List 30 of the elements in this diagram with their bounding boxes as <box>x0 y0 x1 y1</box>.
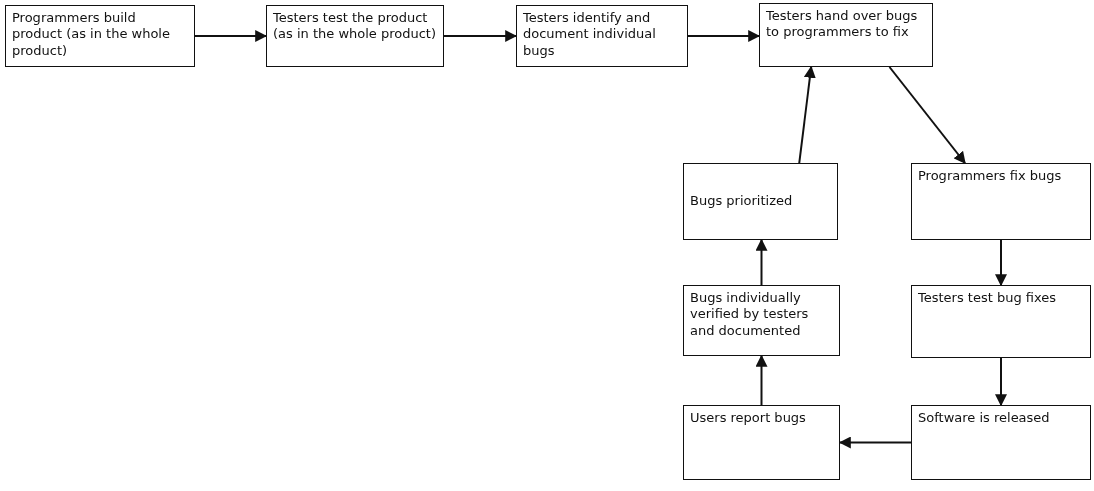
arrow <box>995 239 1007 287</box>
step-text: Bugs individually verified by testers and documented <box>690 290 809 338</box>
step-text: Testers test bug fixes <box>918 290 1057 305</box>
process-box <box>683 405 840 480</box>
process-box <box>911 405 1091 480</box>
arrow <box>995 357 1007 407</box>
step-text: Software is released <box>918 410 1050 425</box>
arrow <box>687 30 761 42</box>
process-box <box>5 5 195 67</box>
arrow <box>443 30 518 42</box>
arrow <box>194 30 268 42</box>
process-box <box>516 5 688 67</box>
arrow <box>838 436 912 449</box>
process-box <box>266 5 444 67</box>
arrow <box>755 238 768 286</box>
step-text: Testers hand over bugs to programmers to fix <box>766 8 918 40</box>
process-box <box>759 3 933 67</box>
step-text: Bugs prioritized <box>690 193 793 210</box>
process-box <box>683 285 840 356</box>
step-text: Testers test the product (as in the whole product) <box>273 10 437 42</box>
process-box <box>911 163 1091 240</box>
step-text: Programmers build product (as in the whole product) <box>12 10 170 58</box>
process-box <box>683 163 838 240</box>
step-text: Programmers fix bugs <box>918 168 1062 183</box>
arrow <box>888 66 966 164</box>
step-text: Testers identify and document individual bugs <box>523 10 656 58</box>
step-text: Users report bugs <box>690 410 806 425</box>
arrow <box>798 65 816 164</box>
process-box <box>911 285 1091 358</box>
arrow <box>755 354 768 406</box>
